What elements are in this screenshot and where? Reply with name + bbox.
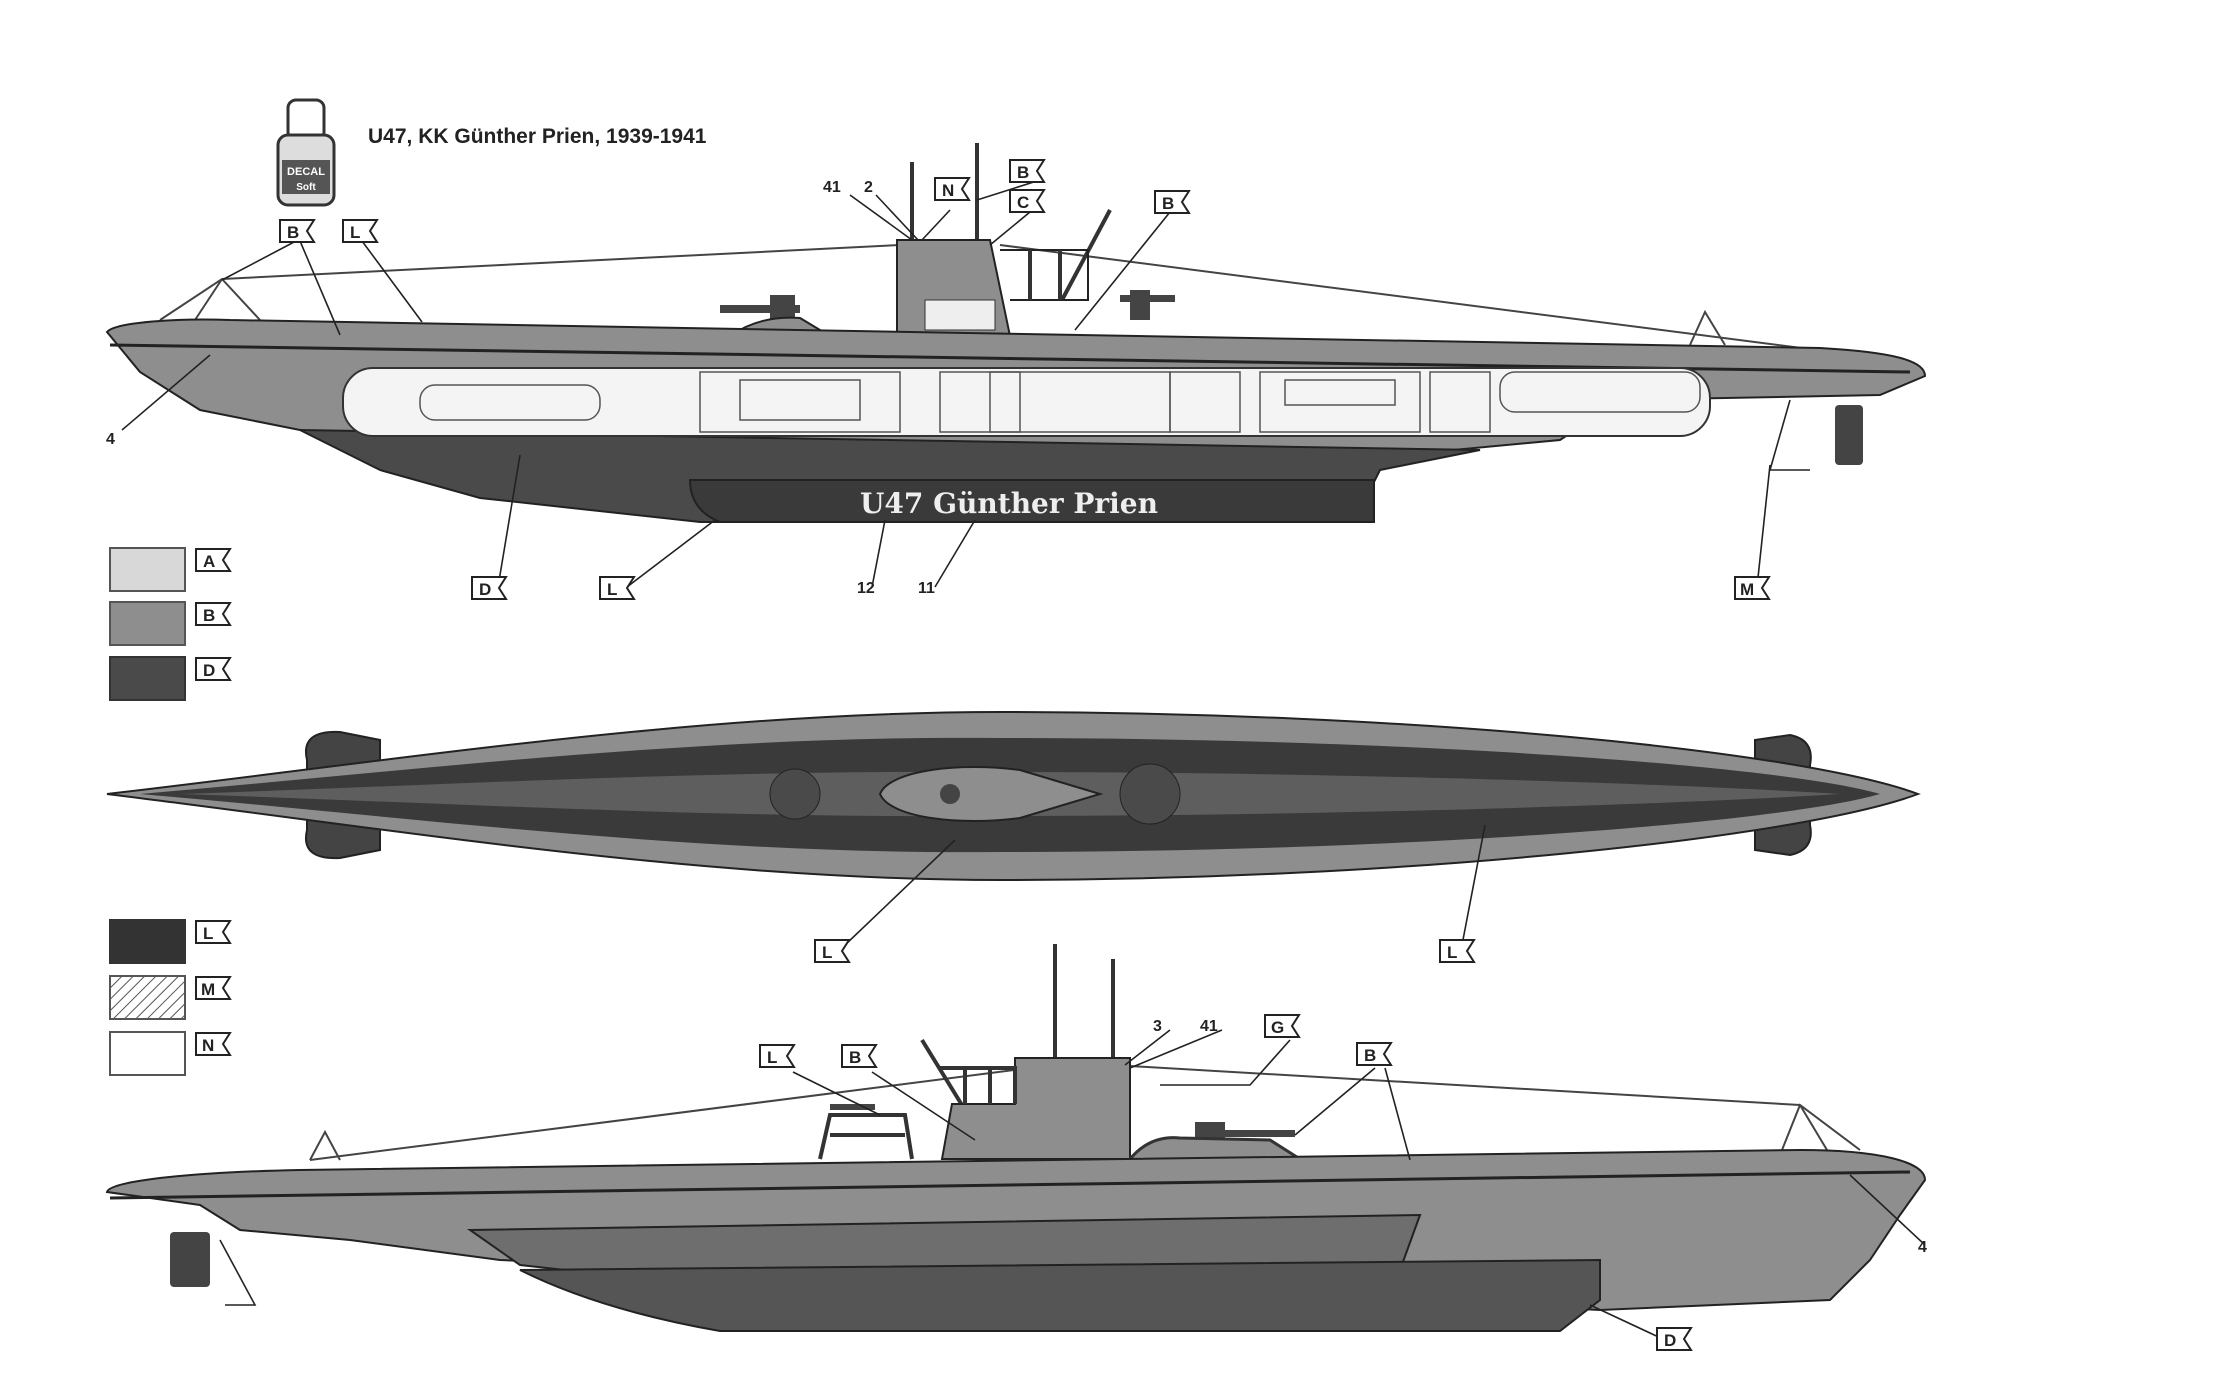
- callout-flag: B: [841, 1044, 878, 1068]
- callout-flag: M: [1734, 576, 1771, 600]
- svg-text:B: B: [203, 606, 215, 625]
- callout-flag: L: [759, 1044, 796, 1068]
- callout-flag: D: [1656, 1327, 1693, 1351]
- svg-text:B: B: [1364, 1046, 1376, 1065]
- callouts-top-view: L L: [814, 824, 1486, 963]
- legend-flag-d: D: [195, 657, 232, 681]
- callout-flag: L: [599, 576, 636, 600]
- side-view-starboard: [105, 944, 1927, 1332]
- decal-soft-icon: DECAL Soft: [276, 98, 336, 207]
- side-view-port: U47 Günther Prien: [105, 143, 1927, 523]
- callout-number: 41: [1200, 1018, 1218, 1035]
- hull-name-decal: U47 Günther Prien: [860, 487, 1158, 520]
- callout-flag: B: [279, 219, 316, 243]
- callout-number: 3: [1153, 1018, 1162, 1035]
- svg-text:L: L: [350, 223, 360, 242]
- svg-text:N: N: [202, 1036, 214, 1055]
- svg-text:N: N: [942, 181, 954, 200]
- svg-text:L: L: [607, 580, 617, 599]
- callout-number: 41: [823, 179, 841, 196]
- svg-text:L: L: [203, 924, 213, 943]
- svg-text:D: D: [203, 661, 215, 680]
- callout-number: 4: [106, 431, 115, 448]
- callout-number: 2: [864, 179, 873, 196]
- color-legend-upper: A B D: [109, 547, 232, 701]
- svg-text:D: D: [1664, 1331, 1676, 1350]
- svg-text:L: L: [822, 943, 832, 962]
- svg-text:M: M: [201, 980, 215, 999]
- callout-flag: D: [471, 576, 508, 600]
- svg-text:C: C: [1017, 193, 1029, 212]
- callout-flag: C: [1009, 189, 1046, 213]
- callouts-side-port: B L 41 2 N B C B 4 D L 12 11 M: [106, 159, 1771, 600]
- svg-text:B: B: [287, 223, 299, 242]
- top-view: [106, 710, 1921, 882]
- svg-text:B: B: [1162, 194, 1174, 213]
- page-title: U47, KK Günther Prien, 1939-1941: [368, 125, 707, 148]
- legend-flag-m: M: [195, 976, 232, 1000]
- callout-flag: N: [934, 177, 971, 201]
- svg-text:DECAL: DECAL: [287, 166, 325, 178]
- callout-flag: L: [342, 219, 379, 243]
- svg-text:B: B: [1017, 163, 1029, 182]
- callout-flag: G: [1264, 1014, 1301, 1038]
- callout-number: 4: [1918, 1239, 1927, 1256]
- callout-number: 12: [857, 580, 875, 597]
- callout-flag: L: [1439, 939, 1476, 963]
- legend-flag-b: B: [195, 602, 232, 626]
- svg-text:A: A: [203, 552, 215, 571]
- callouts-side-starboard: L B 3 41 G B 4 D: [759, 1014, 1927, 1351]
- legend-flag-a: A: [195, 548, 232, 572]
- callout-flag: B: [1154, 190, 1191, 214]
- svg-text:G: G: [1271, 1018, 1284, 1037]
- legend-flag-n: N: [195, 1032, 232, 1056]
- svg-text:Soft: Soft: [296, 182, 316, 193]
- svg-text:L: L: [767, 1048, 777, 1067]
- svg-text:B: B: [849, 1048, 861, 1067]
- callout-flag: B: [1356, 1042, 1393, 1066]
- callout-flag: B: [1009, 159, 1046, 183]
- svg-text:L: L: [1447, 943, 1457, 962]
- callout-number: 11: [918, 580, 935, 597]
- svg-text:M: M: [1740, 580, 1754, 599]
- color-legend-lower: L M N: [109, 919, 232, 1076]
- legend-flag-l: L: [195, 920, 232, 944]
- callout-flag: L: [814, 939, 851, 963]
- svg-text:D: D: [479, 580, 491, 599]
